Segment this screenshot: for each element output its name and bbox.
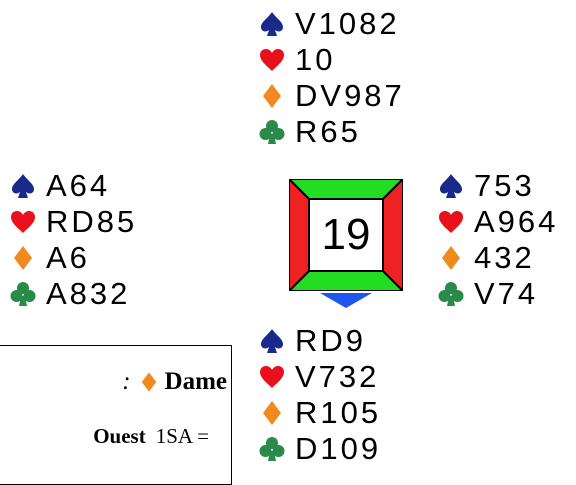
diamond-icon — [257, 81, 287, 111]
club-icon — [436, 279, 466, 309]
east-spades: 753 — [436, 168, 558, 204]
heart-icon — [436, 207, 466, 237]
north-spades-cards: V1082 — [295, 6, 400, 41]
east-clubs: V74 — [436, 276, 558, 312]
club-icon — [257, 434, 287, 464]
north-hearts-cards: 10 — [295, 42, 336, 77]
club-icon — [257, 117, 287, 147]
board-vulnerability-frame — [289, 179, 403, 291]
south-spades-cards: RD9 — [295, 323, 367, 358]
north-diamonds-cards: DV987 — [295, 78, 405, 113]
south-spades: RD9 — [257, 323, 381, 359]
west-diamonds-cards: A6 — [46, 240, 90, 275]
deal-info-box: : Dame Ouest 1SA = — [0, 345, 232, 485]
east-hand: 753 A964 432 V74 — [436, 168, 558, 312]
contract-line: Ouest 1SA = — [0, 424, 209, 449]
west-spades-cards: A64 — [46, 168, 111, 203]
west-hand: A64 RD85 A6 A832 — [8, 168, 137, 312]
lead-card: Dame — [164, 368, 227, 395]
west-clubs-cards: A832 — [46, 276, 131, 311]
west-hearts: RD85 — [8, 204, 137, 240]
north-hearts: 10 — [257, 42, 405, 78]
heart-icon — [257, 362, 287, 392]
heart-icon — [8, 207, 38, 237]
declarer: Ouest — [93, 424, 146, 448]
east-hearts: A964 — [436, 204, 558, 240]
west-diamonds: A6 — [8, 240, 137, 276]
spade-icon — [257, 9, 287, 39]
diamond-icon — [8, 243, 38, 273]
east-hearts-cards: A964 — [474, 204, 559, 239]
north-hand: V1082 10 DV987 R65 — [257, 6, 405, 150]
south-diamonds-cards: R105 — [295, 395, 382, 430]
spade-icon — [8, 171, 38, 201]
spade-icon — [436, 171, 466, 201]
west-hearts-cards: RD85 — [46, 204, 138, 239]
east-spades-cards: 753 — [474, 168, 535, 203]
contract: 1SA = — [155, 424, 209, 448]
south-hearts: V732 — [257, 359, 381, 395]
spade-icon — [257, 326, 287, 356]
heart-icon — [257, 45, 287, 75]
south-clubs-cards: D109 — [295, 431, 382, 466]
opening-lead: : Dame — [0, 368, 227, 396]
dealer-arrow-icon — [320, 293, 372, 308]
lead-colon: : — [122, 368, 131, 395]
east-diamonds-cards: 432 — [474, 240, 535, 275]
diamond-icon — [257, 398, 287, 428]
board-number: 19 — [321, 210, 371, 259]
east-diamonds: 432 — [436, 240, 558, 276]
board-indicator: 19 — [289, 179, 403, 291]
south-hand: RD9 V732 R105 D109 — [257, 323, 381, 467]
north-clubs: R65 — [257, 114, 405, 150]
north-diamonds: DV987 — [257, 78, 405, 114]
south-diamonds: R105 — [257, 395, 381, 431]
south-clubs: D109 — [257, 431, 381, 467]
diamond-icon — [137, 370, 161, 394]
north-clubs-cards: R65 — [295, 114, 361, 149]
east-clubs-cards: V74 — [474, 276, 539, 311]
north-spades: V1082 — [257, 6, 405, 42]
west-spades: A64 — [8, 168, 137, 204]
diamond-icon — [436, 243, 466, 273]
south-hearts-cards: V732 — [295, 359, 380, 394]
club-icon — [8, 279, 38, 309]
west-clubs: A832 — [8, 276, 137, 312]
